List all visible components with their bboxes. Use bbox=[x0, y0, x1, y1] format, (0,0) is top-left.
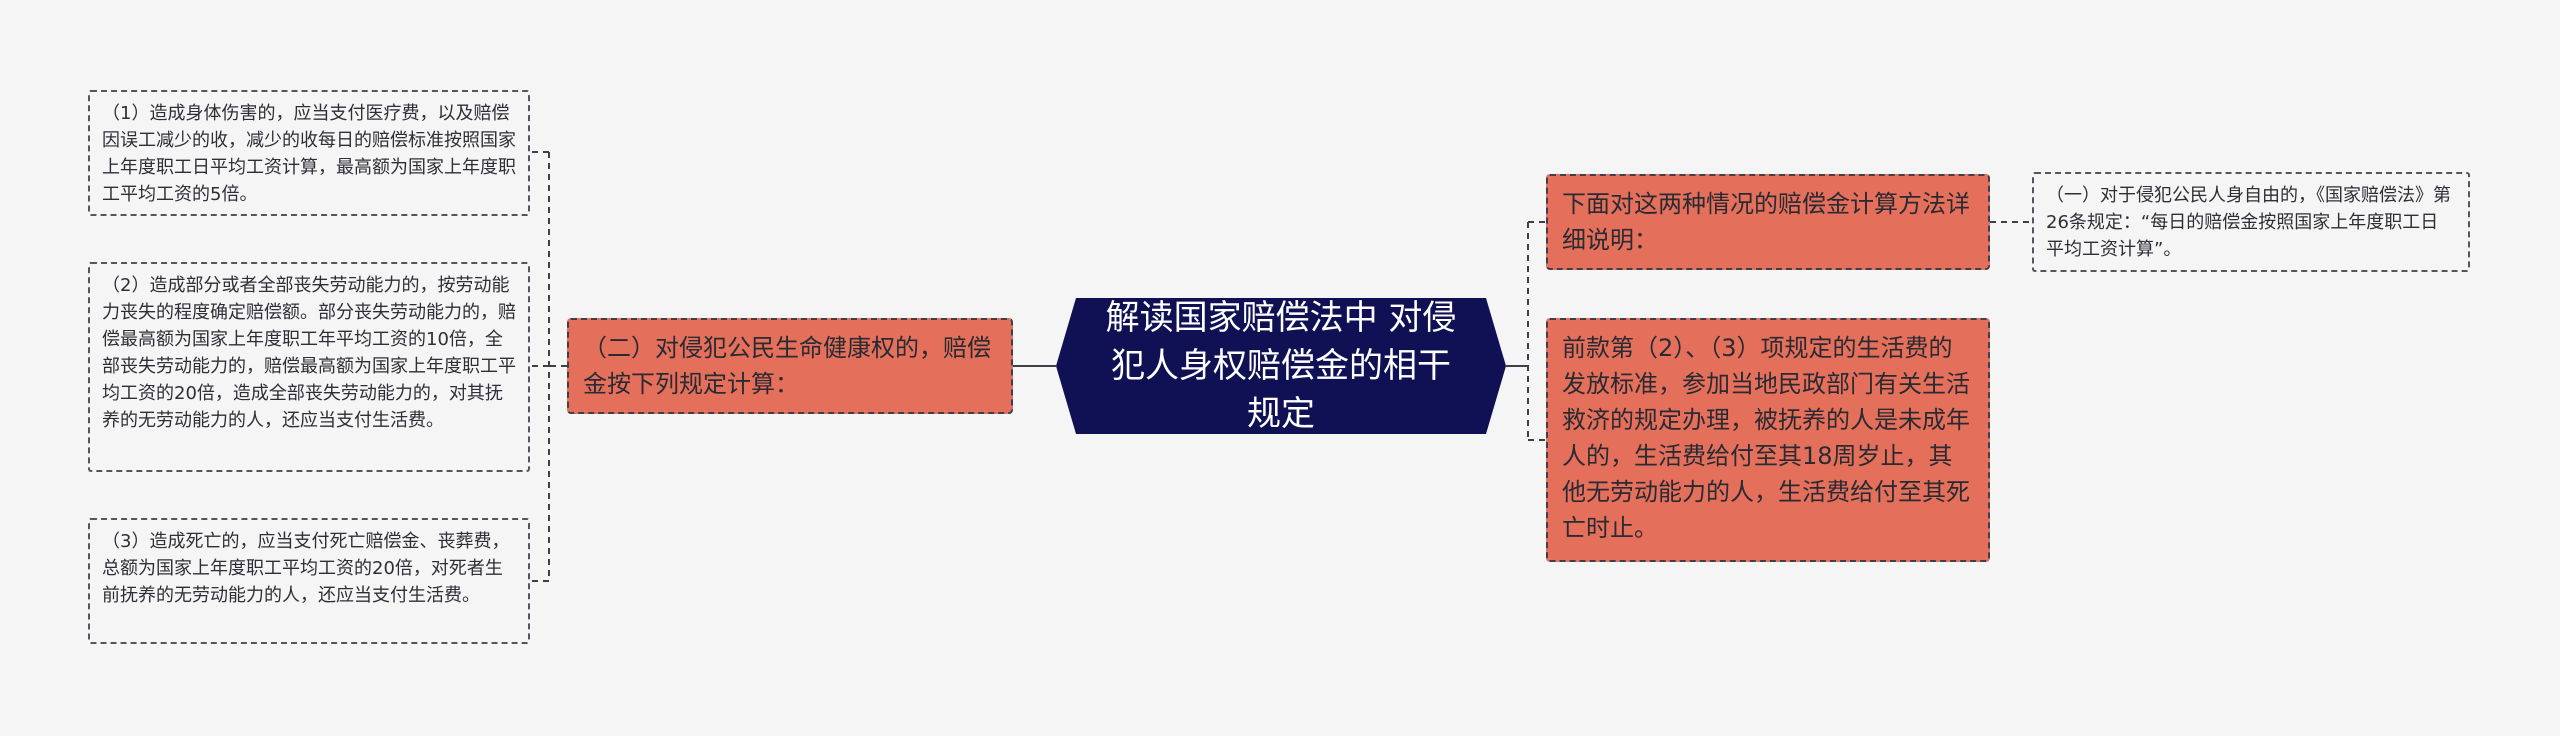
leaf-bodily-injury-label: （1）造成身体伤害的，应当支付医疗费，以及赔偿因误工减少的收，减少的收每日的赔偿… bbox=[102, 103, 516, 205]
leaf-labor-capacity-loss-label: （2）造成部分或者全部丧失劳动能力的，按劳动能力丧失的程度确定赔偿额。部分丧失劳… bbox=[102, 275, 516, 431]
leaf-personal-freedom[interactable]: （一）对于侵犯公民人身自由的，《国家赔偿法》第26条规定：“每日的赔偿金按照国家… bbox=[2032, 172, 2470, 272]
leaf-labor-capacity-loss[interactable]: （2）造成部分或者全部丧失劳动能力的，按劳动能力丧失的程度确定赔偿额。部分丧失劳… bbox=[88, 262, 530, 472]
root-label: 解读国家赔偿法中 对侵犯人身权赔偿金的相干规定 bbox=[1105, 298, 1457, 434]
leaf-bodily-injury[interactable]: （1）造成身体伤害的，应当支付医疗费，以及赔偿因误工减少的收，减少的收每日的赔偿… bbox=[88, 90, 530, 216]
right-branch-living-expenses[interactable]: 前款第（2）、（3）项规定的生活费的发放标准，参加当地民政部门有关生活救济的规定… bbox=[1546, 318, 1990, 562]
root-shape bbox=[1056, 298, 1506, 434]
right-branch-top-label: 下面对这两种情况的赔偿金计算方法详细说明： bbox=[1562, 190, 1970, 254]
leaf-personal-freedom-label: （一）对于侵犯公民人身自由的，《国家赔偿法》第26条规定：“每日的赔偿金按照国家… bbox=[2046, 185, 2451, 260]
right-branch-calculation-intro[interactable]: 下面对这两种情况的赔偿金计算方法详细说明： bbox=[1546, 174, 1990, 270]
root-node[interactable]: 解读国家赔偿法中 对侵犯人身权赔偿金的相干规定 bbox=[1056, 298, 1506, 434]
left-branch-life-health[interactable]: （二）对侵犯公民生命健康权的，赔偿金按下列规定计算： bbox=[567, 318, 1013, 414]
left-branch-label: （二）对侵犯公民生命健康权的，赔偿金按下列规定计算： bbox=[583, 334, 991, 398]
leaf-death[interactable]: （3）造成死亡的，应当支付死亡赔偿金、丧葬费，总额为国家上年度职工平均工资的20… bbox=[88, 518, 530, 644]
right-branch-bottom-label: 前款第（2）、（3）项规定的生活费的发放标准，参加当地民政部门有关生活救济的规定… bbox=[1562, 334, 1970, 542]
leaf-death-label: （3）造成死亡的，应当支付死亡赔偿金、丧葬费，总额为国家上年度职工平均工资的20… bbox=[102, 531, 510, 606]
